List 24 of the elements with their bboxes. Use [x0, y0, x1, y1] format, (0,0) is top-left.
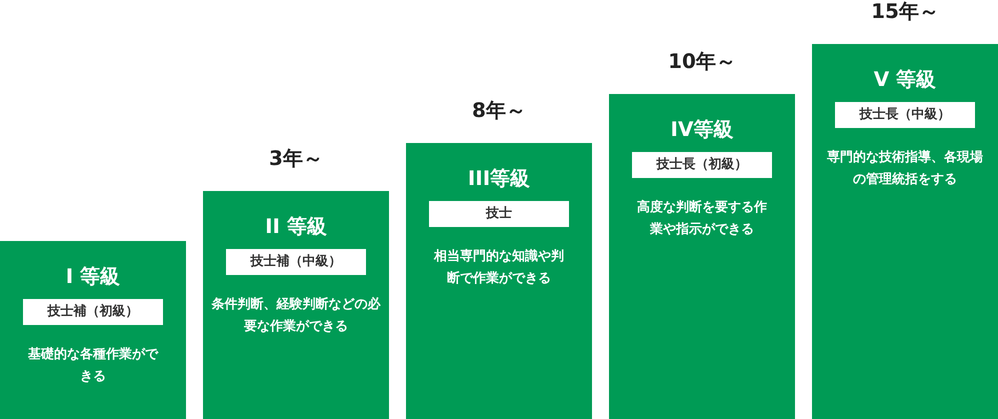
grade-bar [0, 241, 186, 419]
description-text: 基礎的な各種作業ができる [27, 346, 159, 386]
grade-heading: V 等級 [874, 66, 936, 93]
description-text: 条件判断、経験判断などの必要な作業ができる [210, 296, 382, 336]
years-label: 10年～ [667, 48, 737, 75]
years-label: 15年～ [870, 0, 940, 25]
description-text: 高度な判断を要する作業や指示ができる [636, 198, 768, 239]
grade-bar [406, 143, 592, 419]
description-text: 専門的な技術指導、各現場の管理統括をする [826, 148, 984, 189]
grade-heading: IV等級 [670, 116, 734, 143]
grade-bar [812, 44, 998, 419]
title-badge: 技士 [429, 201, 569, 227]
grade-bar [203, 191, 389, 419]
grade-heading: III等級 [468, 165, 530, 192]
title-badge: 技士長（中級） [835, 102, 975, 128]
grade-heading: I 等級 [66, 263, 120, 290]
title-badge: 技士長（初級） [632, 152, 772, 178]
title-badge: 技士補（中級） [226, 249, 366, 275]
grade-bar [609, 94, 795, 419]
years-label: 8年～ [471, 97, 527, 124]
years-label: 3年～ [268, 145, 324, 172]
title-badge: 技士補（初級） [23, 299, 163, 325]
description-text: 相当専門的な知識や判断で作業ができる [433, 248, 565, 288]
grade-heading: II 等級 [265, 213, 327, 240]
